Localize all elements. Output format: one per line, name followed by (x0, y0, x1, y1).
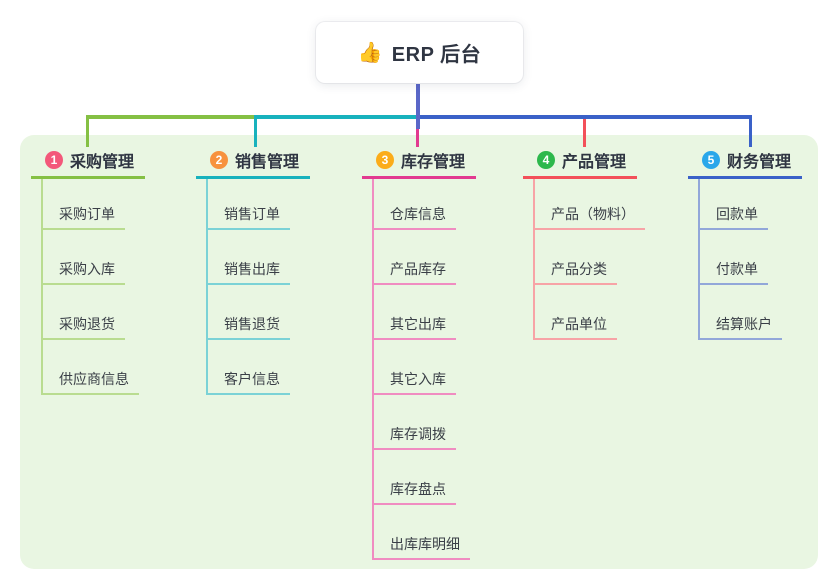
branch-title-label: 库存管理 (401, 154, 466, 171)
child-node[interactable]: 产品单位 (533, 315, 617, 340)
child-node[interactable]: 销售订单 (206, 205, 290, 230)
root-trunk-line (416, 83, 420, 129)
branch-title-label: 产品管理 (562, 154, 627, 171)
child-node[interactable]: 采购入库 (41, 260, 125, 285)
branch-title-label: 采购管理 (70, 154, 135, 171)
child-node[interactable]: 销售出库 (206, 260, 290, 285)
thumbs-up-icon: 👍 (357, 41, 383, 64)
branch-title-3[interactable]: 3 库存管理 (362, 149, 477, 179)
root-node-erp[interactable]: 👍 ERP 后台 (316, 22, 523, 83)
child-node[interactable]: 仓库信息 (372, 205, 456, 230)
branch-children-connector (206, 178, 208, 395)
child-node[interactable]: 出库库明细 (372, 535, 470, 560)
child-node[interactable]: 其它入库 (372, 370, 456, 395)
branch-number-badge: 1 (45, 151, 63, 169)
branch-number-badge: 2 (210, 151, 228, 169)
branch-children-connector (41, 178, 43, 395)
child-node[interactable]: 供应商信息 (41, 370, 139, 395)
branch-number-badge: 3 (376, 151, 394, 169)
child-node[interactable]: 付款单 (698, 260, 768, 285)
drop-line-product (583, 119, 586, 147)
root-node-label: ERP 后台 (391, 44, 482, 66)
bus-segment-purchase (86, 115, 257, 119)
child-node[interactable]: 其它出库 (372, 315, 456, 340)
mindmap-background-panel (20, 135, 818, 569)
child-node[interactable]: 采购退货 (41, 315, 125, 340)
branch-title-label: 财务管理 (727, 154, 792, 171)
child-node[interactable]: 产品分类 (533, 260, 617, 285)
branch-title-4[interactable]: 4 产品管理 (523, 149, 638, 179)
bus-segment-sales (254, 115, 417, 119)
branch-number-badge: 5 (702, 151, 720, 169)
child-node[interactable]: 销售退货 (206, 315, 290, 340)
branch-title-label: 销售管理 (235, 154, 300, 171)
drop-line-sales (254, 115, 257, 147)
child-node[interactable]: 产品库存 (372, 260, 456, 285)
drop-line-finance (749, 115, 752, 147)
child-node[interactable]: 产品（物料） (533, 205, 645, 230)
branch-title-2[interactable]: 2 销售管理 (196, 149, 311, 179)
bus-segment-finance (417, 115, 752, 119)
child-node[interactable]: 库存调拨 (372, 425, 456, 450)
child-node[interactable]: 采购订单 (41, 205, 125, 230)
branch-children-connector (698, 178, 700, 340)
branch-title-1[interactable]: 1 采购管理 (31, 149, 146, 179)
branch-children-connector (372, 178, 374, 560)
child-node[interactable]: 结算账户 (698, 315, 782, 340)
branch-children-connector (533, 178, 535, 340)
branch-title-5[interactable]: 5 财务管理 (688, 149, 803, 179)
child-node[interactable]: 库存盘点 (372, 480, 456, 505)
drop-line-purchase (86, 115, 89, 147)
child-node[interactable]: 客户信息 (206, 370, 290, 395)
child-node[interactable]: 回款单 (698, 205, 768, 230)
branch-number-badge: 4 (537, 151, 555, 169)
drop-line-inventory (416, 119, 419, 147)
